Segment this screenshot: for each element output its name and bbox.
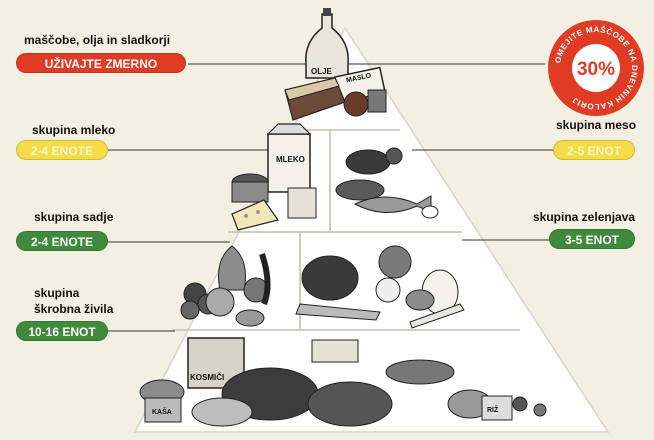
food-label-cereal: KOSMIČI	[190, 373, 224, 382]
fruit-title: skupina sadje	[34, 210, 113, 224]
vegetables-title: skupina zelenjava	[533, 210, 635, 224]
food-label-porridge: KAŠA	[152, 407, 172, 416]
vegetables-badge: 3-5 ENOT	[549, 229, 635, 249]
food-label-rice: RIŽ	[487, 405, 499, 414]
starch-title-line1: skupina	[34, 286, 79, 300]
fats-title: maščobe, olja in sladkorji	[24, 33, 170, 47]
food-label-milk: MLEKO	[276, 155, 305, 164]
meat-title: skupina meso	[556, 118, 636, 132]
milk-badge: 2-4 ENOTE	[16, 140, 108, 160]
seal-percent: 30%	[577, 59, 615, 80]
food-label-oil: OLJE	[311, 67, 333, 76]
fat-limit-seal: OMEJITE MAŠČOBE NA DNEVNIH KALORIJ 30%	[546, 18, 646, 118]
fruit-badge: 2-4 ENOTE	[16, 231, 108, 251]
milk-title: skupina mleko	[32, 123, 115, 137]
starch-title-line2: škrobna živila	[34, 302, 113, 316]
starch-badge: 10-16 ENOT	[16, 321, 108, 341]
milk-illustration	[232, 124, 316, 230]
meat-badge: 2-5 ENOT	[553, 140, 635, 160]
fats-badge: UŽIVAJTE ZMERNO	[16, 53, 186, 73]
